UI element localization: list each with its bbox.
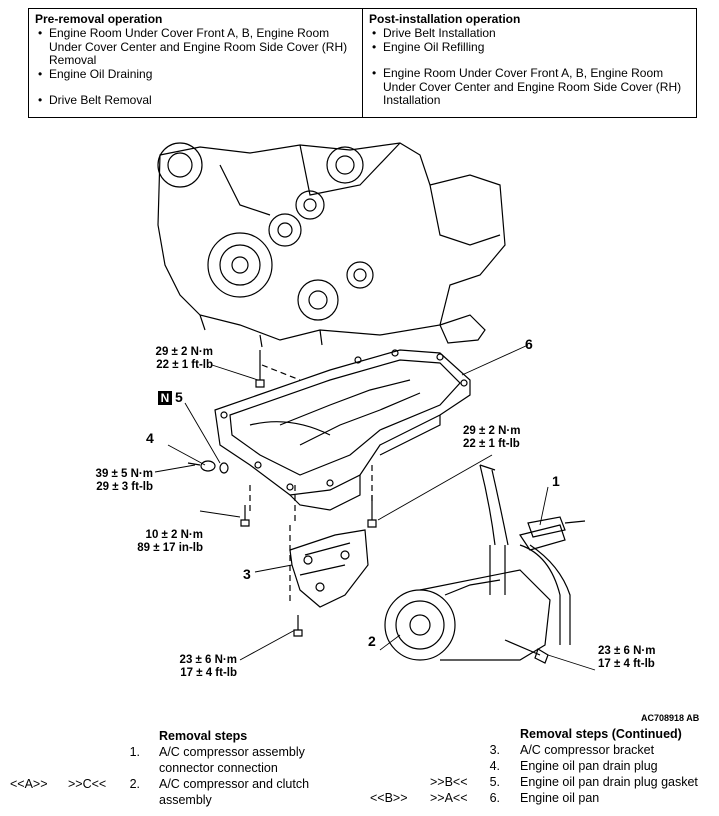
post-installation-list: Drive Belt Installation Engine Oil Refil…: [369, 26, 690, 108]
figure-id: AC708918 AB: [641, 713, 700, 723]
procedure-mark: >>B<<: [430, 775, 468, 789]
pre-removal-item: Engine Oil Draining: [35, 67, 356, 82]
bolt-illustrations: [240, 350, 549, 664]
removal-steps-continued-title: Removal steps (Continued): [520, 727, 682, 741]
removal-steps-title: Removal steps: [159, 729, 248, 743]
torque-label: 23 ± 6 N·m 17 ± 4 ft-lb: [598, 645, 683, 671]
torque-imperial: 29 ± 3 ft-lb: [96, 481, 153, 493]
torque-label: 10 ± 2 N·m 89 ± 17 in-lb: [113, 529, 203, 555]
removal-steps-left: Removal steps 1. A/C compressor assembly…: [0, 728, 350, 816]
torque-metric: 23 ± 6 N·m: [598, 645, 656, 657]
torque-label: 23 ± 6 N·m 17 ± 4 ft-lb: [150, 654, 237, 680]
compressor-bracket-illustration: [289, 529, 369, 608]
step-number: 5.: [489, 775, 500, 789]
procedure-mark: >>C<<: [68, 777, 107, 791]
step-number: 1.: [129, 745, 140, 759]
procedure-mark: <<A>>: [10, 777, 48, 791]
torque-imperial: 17 ± 4 ft-lb: [180, 667, 237, 679]
step-number: 3.: [489, 743, 500, 757]
torque-metric: 29 ± 2 N·m: [155, 346, 213, 358]
torque-metric: 29 ± 2 N·m: [463, 425, 521, 437]
step-text: assembly: [159, 793, 212, 807]
pre-removal-item: Drive Belt Removal: [35, 93, 356, 108]
new-part-badge: N: [158, 391, 172, 405]
torque-imperial: 17 ± 4 ft-lb: [598, 658, 655, 670]
oil-pan-illustration: [214, 349, 471, 511]
exploded-diagram: 29 ± 2 N·m 22 ± 1 ft-lb 39 ± 5 N·m 29 ± …: [0, 125, 719, 725]
removal-steps-right: Removal steps (Continued) 3. A/C compres…: [360, 726, 719, 816]
pre-removal-item: Engine Room Under Cover Front A, B, Engi…: [35, 26, 356, 68]
operations-table: Pre-removal operation Engine Room Under …: [28, 8, 697, 118]
step-text: Engine oil pan drain plug: [520, 759, 658, 773]
callout-3: 3: [243, 566, 251, 582]
callout-5: 5: [175, 389, 183, 405]
torque-label: 39 ± 5 N·m 29 ± 3 ft-lb: [68, 468, 153, 494]
torque-metric: 10 ± 2 N·m: [145, 529, 203, 541]
engine-block-illustration: [157, 142, 506, 348]
torque-metric: 23 ± 6 N·m: [179, 654, 237, 666]
step-number: 6.: [489, 791, 500, 805]
step-text: connector connection: [159, 761, 278, 775]
post-installation-item: Drive Belt Installation: [369, 26, 690, 41]
torque-imperial: 89 ± 17 in-lb: [137, 542, 203, 554]
pre-removal-column: Pre-removal operation Engine Room Under …: [29, 9, 362, 117]
callout-6: 6: [525, 336, 533, 352]
step-text: A/C compressor and clutch: [159, 777, 310, 791]
step-text: Engine oil pan: [520, 791, 600, 805]
post-installation-item: Engine Oil Refilling: [369, 40, 690, 55]
callout-4: 4: [146, 430, 154, 446]
torque-imperial: 22 ± 1 ft-lb: [156, 359, 213, 371]
step-number: 4.: [489, 759, 500, 773]
diagram-illustration: [154, 142, 596, 671]
step-text: A/C compressor bracket: [520, 743, 655, 757]
pre-removal-list: Engine Room Under Cover Front A, B, Engi…: [35, 26, 356, 108]
post-installation-title: Post-installation operation: [369, 12, 521, 26]
post-installation-column: Post-installation operation Drive Belt I…: [362, 9, 696, 117]
drain-plug-illustration: [187, 460, 229, 474]
torque-label: 29 ± 2 N·m 22 ± 1 ft-lb: [128, 346, 213, 372]
connector-illustration: [527, 516, 586, 538]
procedure-mark: >>A<<: [430, 791, 468, 805]
callout-2: 2: [368, 633, 376, 649]
step-text: Engine oil pan drain plug gasket: [520, 775, 698, 789]
procedure-mark: <<B>>: [370, 791, 408, 805]
torque-imperial: 22 ± 1 ft-lb: [463, 438, 520, 450]
post-installation-item: Engine Room Under Cover Front A, B, Engi…: [369, 66, 690, 108]
leader-lines: [154, 344, 596, 671]
pre-removal-title: Pre-removal operation: [35, 12, 163, 26]
compressor-illustration: [384, 464, 571, 661]
step-number: 2.: [129, 777, 140, 791]
torque-label: 29 ± 2 N·m 22 ± 1 ft-lb: [463, 425, 548, 451]
torque-metric: 39 ± 5 N·m: [95, 468, 153, 480]
step-text: A/C compressor assembly: [159, 745, 305, 759]
callout-1: 1: [552, 473, 560, 489]
